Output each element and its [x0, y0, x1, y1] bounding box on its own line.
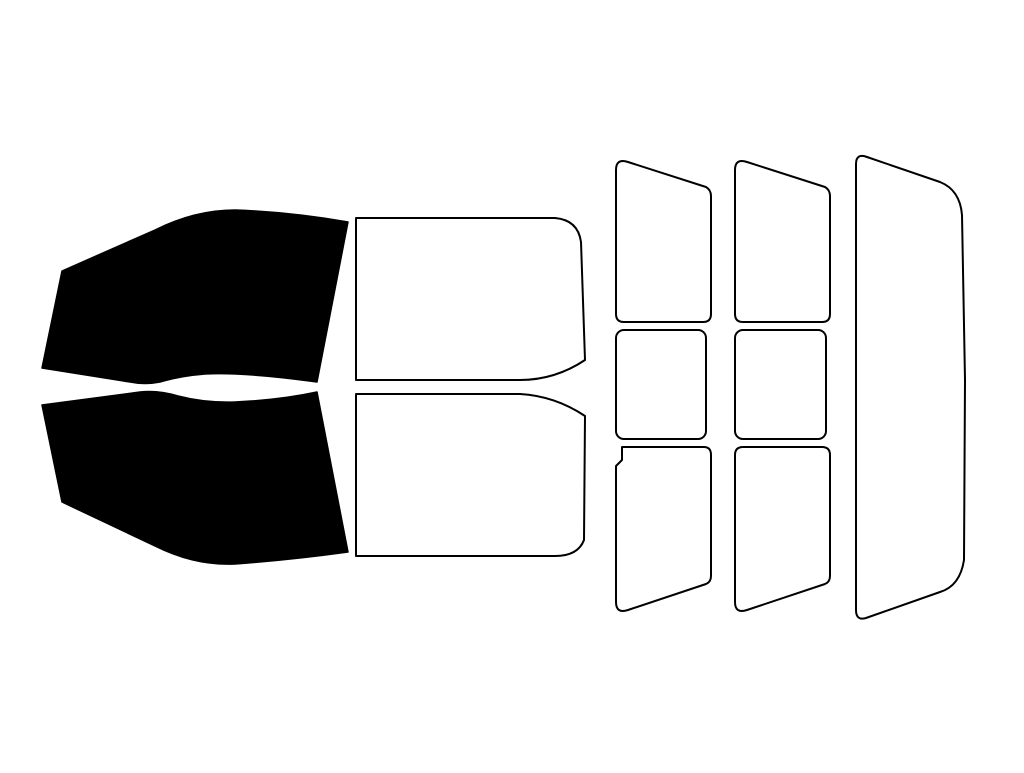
rear-quarter-window-1[interactable]: [615, 329, 707, 440]
rear-door-window-top-2[interactable]: [734, 160, 831, 323]
rear-door-window-top-1[interactable]: [615, 160, 712, 323]
front-windshield-bottom[interactable]: [41, 390, 349, 565]
rear-quarter-window-2[interactable]: [734, 329, 827, 440]
rear-windshield[interactable]: [855, 154, 966, 620]
front-door-window-right[interactable]: [355, 393, 586, 557]
rear-door-window-bottom-2[interactable]: [734, 446, 831, 612]
front-windshield-top[interactable]: [41, 209, 349, 385]
rear-door-window-bottom-1[interactable]: [615, 446, 712, 612]
front-door-window-left[interactable]: [355, 217, 586, 381]
